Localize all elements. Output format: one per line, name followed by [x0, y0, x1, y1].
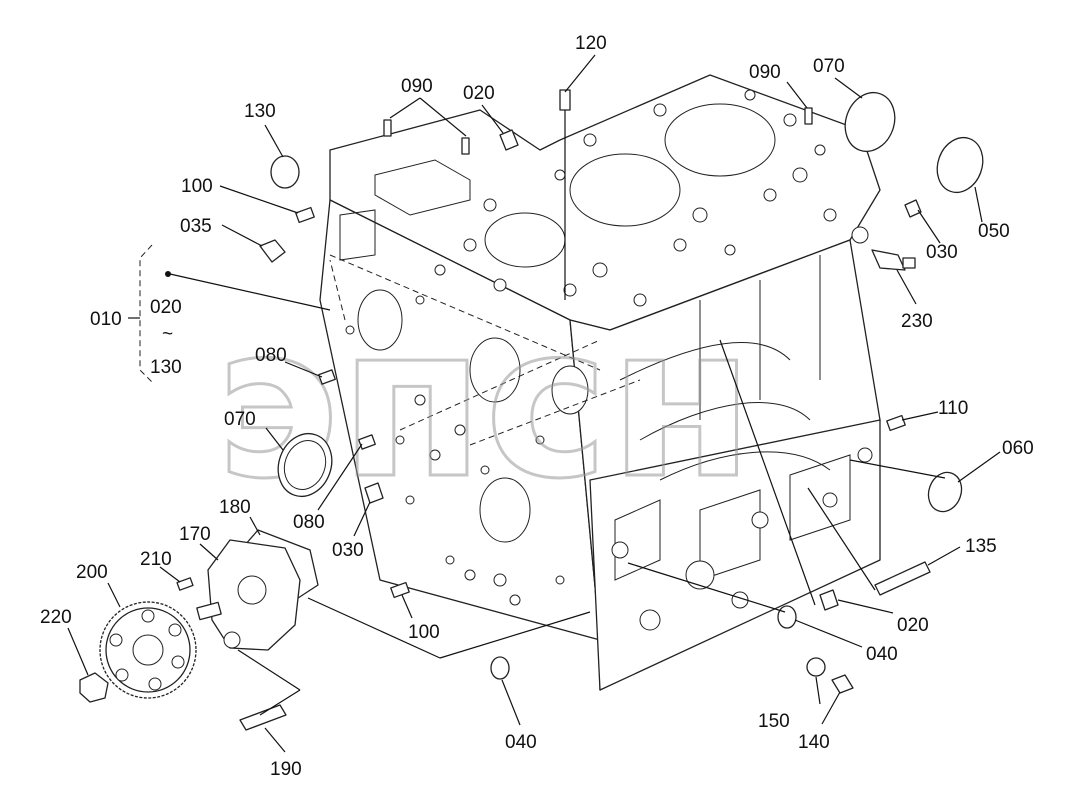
callout-130: 130 — [244, 101, 276, 122]
callout-100-lower: 100 — [408, 622, 440, 643]
callout-090-top: 090 — [401, 76, 433, 97]
group-range-sep: ~ — [162, 324, 173, 345]
callout-020-lower: 020 — [897, 615, 929, 636]
parts — [79, 89, 984, 731]
callout-230: 230 — [901, 311, 933, 332]
callout-110: 110 — [938, 398, 968, 419]
group-bracket: 010 020 ~ 130 — [90, 244, 182, 383]
callout-030-right: 030 — [926, 242, 958, 263]
callout-070-left: 070 — [224, 409, 256, 430]
callout-210: 210 — [140, 549, 172, 570]
group-range-start: 020 — [150, 297, 182, 318]
group-label: 010 — [90, 309, 122, 330]
callout-030-left: 030 — [332, 540, 364, 561]
callout-080-upper: 080 — [255, 345, 287, 366]
callout-040-right: 040 — [866, 644, 898, 665]
callout-140: 140 — [798, 732, 830, 753]
callout-050: 050 — [978, 221, 1010, 242]
callout-080-lower: 080 — [293, 512, 325, 533]
callout-220: 220 — [40, 607, 72, 628]
callout-170: 170 — [179, 524, 211, 545]
cylinder-block — [319, 74, 881, 691]
callout-200: 200 — [76, 562, 108, 583]
callout-020-top: 020 — [463, 83, 495, 104]
callout-135: 135 — [965, 536, 997, 557]
callout-labels: 120 090 020 090 070 130 100 035 050 030 … — [40, 33, 1034, 780]
callout-035: 035 — [180, 216, 212, 237]
callout-090-right: 090 — [749, 62, 781, 83]
callout-180: 180 — [219, 497, 251, 518]
callout-040-bottom: 040 — [505, 732, 537, 753]
callout-060: 060 — [1002, 438, 1034, 459]
callout-150: 150 — [758, 711, 790, 732]
callout-120: 120 — [575, 33, 607, 54]
leader-lines — [67, 54, 1001, 753]
group-range-end: 130 — [150, 357, 182, 378]
callout-100-top: 100 — [181, 176, 213, 197]
callout-190: 190 — [270, 759, 302, 780]
callout-070-top: 070 — [813, 56, 845, 77]
